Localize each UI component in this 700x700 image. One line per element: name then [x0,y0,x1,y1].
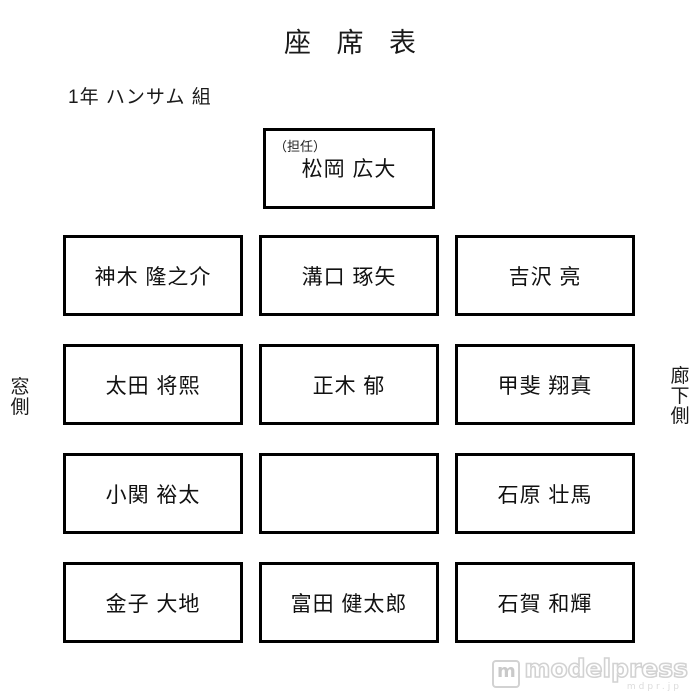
seat-name: 溝口 琢矢 [301,265,397,289]
seat-teacher[interactable]: （担任） 松岡 広大 [263,128,435,209]
watermark-text-wrap: modelpress mdpr.jp [524,654,689,692]
hallway-side-char-3: 側 [670,405,690,427]
watermark: m modelpress mdpr.jp [492,654,689,692]
seat-r1c1[interactable]: 神木 隆之介 [63,235,243,316]
seat-r4c1[interactable]: 金子 大地 [63,562,243,643]
seat-r1c2[interactable]: 溝口 琢矢 [259,235,439,316]
seat-r1c3[interactable]: 吉沢 亮 [455,235,635,316]
teacher-name: 松岡 広大 [301,158,397,181]
seat-name: 石原 壮馬 [497,483,593,507]
watermark-text: modelpress [524,654,689,683]
seat-name: 富田 健太郎 [290,592,408,616]
page-title: 座 席 表 [283,28,425,58]
hallway-side-char-1: 廊 [670,366,690,387]
seat-r3c2-empty[interactable] [259,453,439,534]
watermark-subtext: mdpr.jp [626,682,682,692]
seat-name: 石賀 和輝 [497,592,593,616]
hallway-side-label: 廊 下 側 [668,367,692,427]
seat-name: 正木 郁 [312,374,386,398]
seat-name: 神木 隆之介 [94,265,212,289]
modelpress-badge-icon: m [492,660,521,688]
seat-name: 小関 裕太 [105,483,201,507]
seat-r2c3[interactable]: 甲斐 翔真 [455,344,635,425]
seat-r4c2[interactable]: 富田 健太郎 [259,562,439,643]
seat-name: 甲斐 翔真 [497,374,593,398]
seat-name: 吉沢 亮 [508,265,582,289]
seat-r2c2[interactable]: 正木 郁 [259,344,439,425]
seat-r3c1[interactable]: 小関 裕太 [63,453,243,534]
hallway-side-char-2: 下 [670,385,690,407]
seat-name: 金子 大地 [105,592,201,616]
seat-name: 太田 将熙 [105,374,201,398]
seat-r2c1[interactable]: 太田 将熙 [63,344,243,425]
window-side-label: 窓 側 [8,378,32,418]
window-side-char-2: 側 [10,396,30,418]
seat-r3c3[interactable]: 石原 壮馬 [455,453,635,534]
class-label: 1年 ハンサム 組 [68,87,212,108]
seat-r4c3[interactable]: 石賀 和輝 [455,562,635,643]
window-side-char-1: 窓 [10,377,30,398]
teacher-role-label: （担任） [274,139,327,154]
